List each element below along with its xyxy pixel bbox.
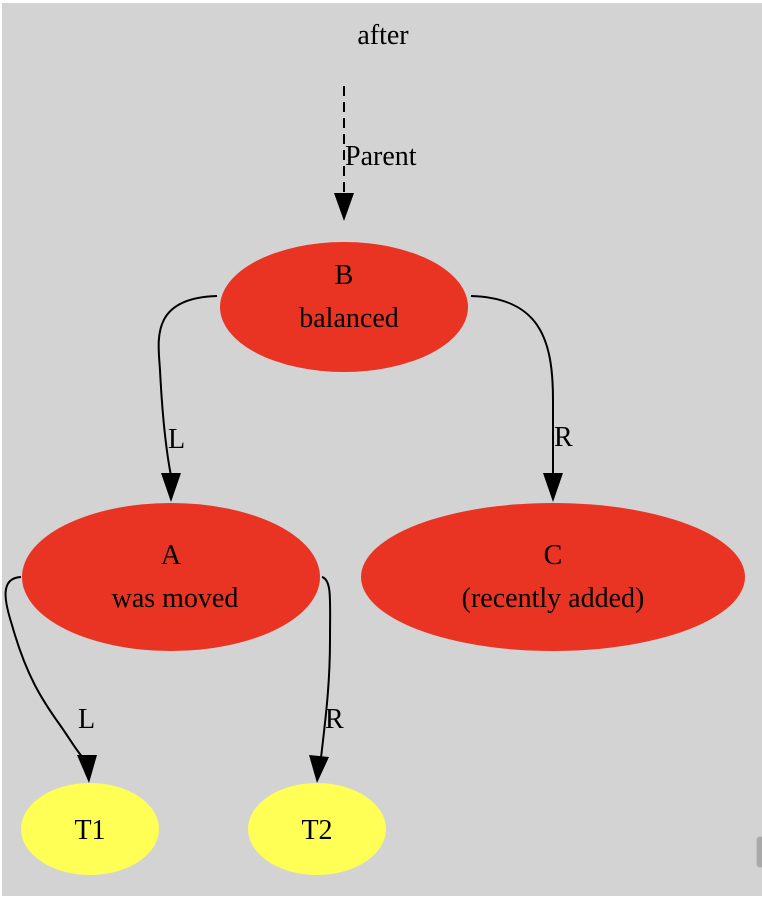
edge-label-l: L <box>168 424 185 455</box>
edge-label-parent: Parent <box>345 141 417 172</box>
arrowhead-icon <box>161 473 181 502</box>
edge-line <box>470 295 554 476</box>
node-shape <box>21 783 159 875</box>
graph-canvas <box>2 3 762 896</box>
node-label-id: T2 <box>301 815 332 846</box>
node-shape <box>248 783 386 875</box>
arrowhead-icon <box>543 473 563 502</box>
edge-parent-b: Parent <box>334 86 417 221</box>
node-label-id: T1 <box>74 815 105 846</box>
arrowhead-icon <box>334 193 354 221</box>
node-b[interactable]: B balanced <box>220 242 468 372</box>
node-label-desc: balanced <box>299 303 399 334</box>
edge-b-c: R <box>470 295 573 502</box>
node-label-desc: was moved <box>112 583 239 614</box>
edge-a-t2: R <box>309 576 344 783</box>
edge-a-t1: L <box>4 576 97 783</box>
graph-title: after <box>357 20 409 51</box>
node-label-desc: (recently added) <box>462 583 645 614</box>
edge-line <box>4 576 87 760</box>
arrowhead-icon <box>309 755 329 783</box>
node-label-id: A <box>161 540 182 571</box>
edge-label-r: R <box>554 422 573 453</box>
node-a[interactable]: A was moved <box>22 503 320 651</box>
node-label-id: B <box>335 260 354 291</box>
node-label-id: C <box>544 540 563 571</box>
node-shape <box>220 242 468 372</box>
edge-b-a: L <box>157 295 218 502</box>
edge-line <box>320 576 332 759</box>
node-t2[interactable]: T2 <box>248 783 386 875</box>
arrowhead-icon <box>77 755 97 783</box>
scrollbar-thumb[interactable] <box>756 836 762 868</box>
edge-label-r: R <box>325 704 344 735</box>
edge-line <box>157 295 218 477</box>
edge-label-l: L <box>78 704 95 735</box>
node-shape <box>22 503 320 651</box>
node-shape <box>361 503 745 651</box>
node-c[interactable]: C (recently added) <box>361 503 745 651</box>
node-t1[interactable]: T1 <box>21 783 159 875</box>
